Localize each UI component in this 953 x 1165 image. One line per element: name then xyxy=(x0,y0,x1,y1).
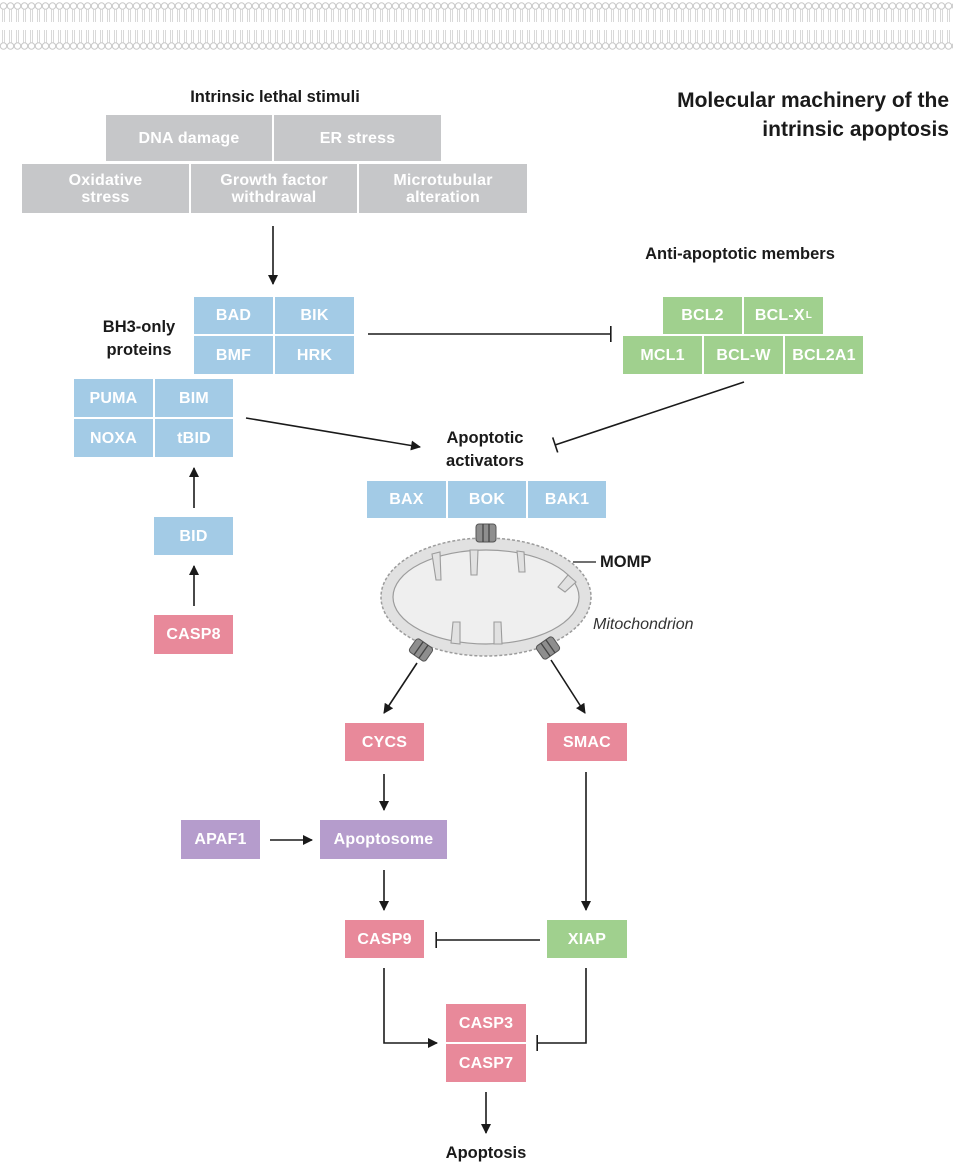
bh3-only-heading: BH3-only proteins xyxy=(102,318,176,359)
node-oxidative-stress: Oxidative stress xyxy=(22,164,189,213)
node-dna-damage: DNA damage xyxy=(106,115,272,161)
node-bcl-w: BCL-W xyxy=(704,336,783,374)
diagram-title: Molecular machinery of the intrinsic apo… xyxy=(677,89,949,141)
inhibit-anti-to-activators xyxy=(551,381,745,453)
node-bax: BAX xyxy=(367,481,446,518)
node-er-stress: ER stress xyxy=(274,115,441,161)
node-casp3: CASP3 xyxy=(446,1004,526,1042)
node-casp8: CASP8 xyxy=(154,615,233,654)
inhibit-xiap-to-casp37 xyxy=(536,968,587,1051)
apoptosis-label: Apoptosis xyxy=(445,1144,527,1162)
node-bim: BIM xyxy=(155,379,233,417)
arrow-bh3-to-activators xyxy=(245,417,421,451)
node-bcl2: BCL2 xyxy=(663,297,742,334)
membrane-pore-right xyxy=(535,636,561,660)
momp-label: MOMP xyxy=(600,553,652,571)
node-bmf: BMF xyxy=(194,336,273,374)
membrane-band xyxy=(0,0,953,52)
membrane-pore-left xyxy=(408,638,434,662)
mitochondrion-label: Mitochondrion xyxy=(593,616,694,633)
arrow-mito-to-cycs xyxy=(383,662,418,714)
node-apaf1: APAF1 xyxy=(181,820,260,859)
node-noxa: NOXA xyxy=(74,419,153,457)
node-bak1: BAK1 xyxy=(528,481,606,518)
node-bcl2a1: BCL2A1 xyxy=(785,336,863,374)
stimuli-heading: Intrinsic lethal stimuli xyxy=(190,88,360,106)
mitochondrion-shape xyxy=(380,523,592,662)
node-casp9: CASP9 xyxy=(345,920,424,958)
node-smac: SMAC xyxy=(547,723,627,761)
node-cycs: CYCS xyxy=(345,723,424,761)
node-bik: BIK xyxy=(275,297,354,334)
node-casp7: CASP7 xyxy=(446,1044,526,1082)
activators-heading: Apoptotic activators xyxy=(446,429,524,470)
node-bid: BID xyxy=(154,517,233,555)
node-apoptosome: Apoptosome xyxy=(320,820,447,859)
arrow-mito-to-smac xyxy=(550,659,586,714)
arrow-casp9-to-casp37 xyxy=(383,968,438,1048)
node-tbid: tBID xyxy=(155,419,233,457)
bcl-xl-label: BCL-X xyxy=(754,307,805,324)
node-bad: BAD xyxy=(194,297,273,334)
anti-apoptotic-heading: Anti-apoptotic members xyxy=(645,245,835,263)
node-mcl1: MCL1 xyxy=(623,336,702,374)
node-bok: BOK xyxy=(448,481,526,518)
node-xiap: XIAP xyxy=(547,920,627,958)
membrane-pore-top xyxy=(475,523,497,543)
node-growth-factor-withdrawal: Growth factor withdrawal xyxy=(191,164,357,213)
node-puma: PUMA xyxy=(74,379,153,417)
bcl-xl-subscript: L xyxy=(805,310,813,321)
node-hrk: HRK xyxy=(275,336,354,374)
node-microtubular-alteration: Microtubular alteration xyxy=(359,164,527,213)
